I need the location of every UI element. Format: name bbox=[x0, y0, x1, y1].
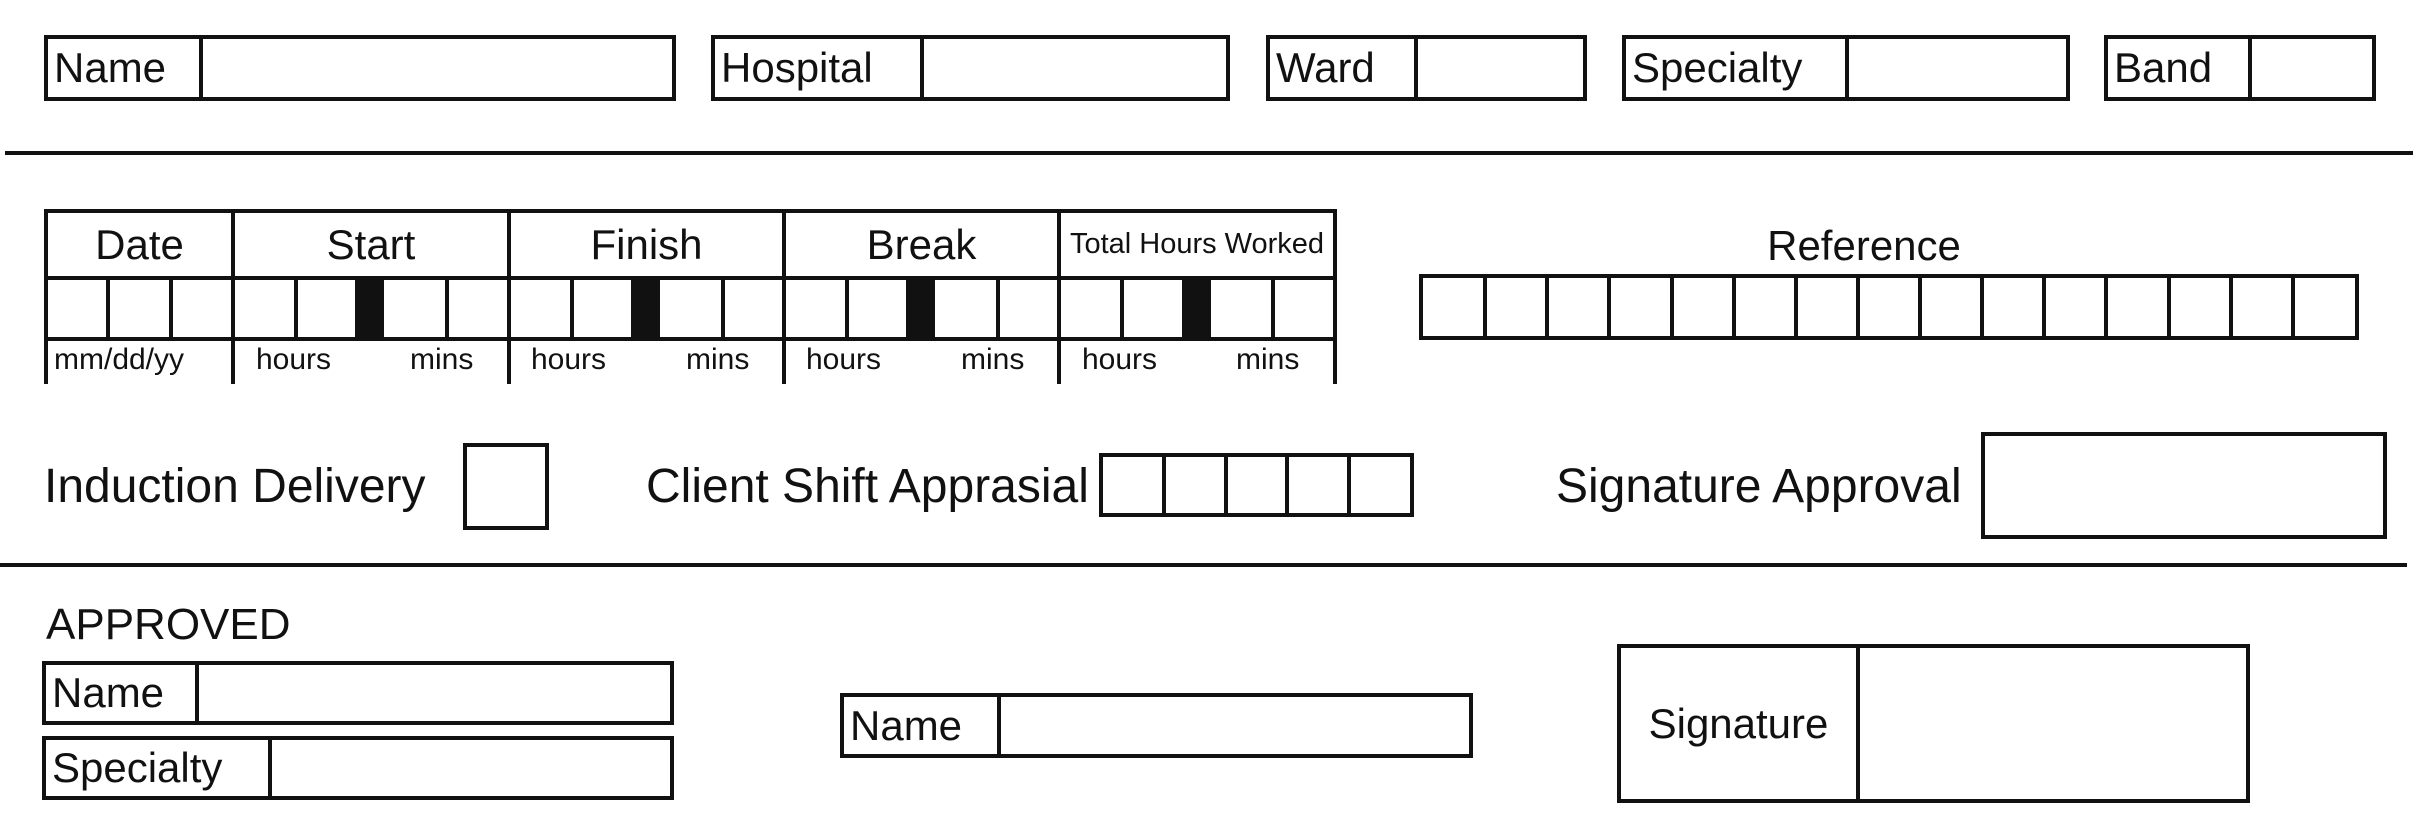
approved-name-label: Name bbox=[46, 665, 199, 721]
reference-box-divider bbox=[1856, 278, 1860, 336]
signature-field[interactable]: Signature bbox=[1617, 644, 2250, 803]
reference-box-divider bbox=[2167, 278, 2171, 336]
signature-input[interactable] bbox=[1860, 648, 2246, 799]
approved-specialty-field[interactable]: Specialty bbox=[42, 736, 674, 800]
approved-heading: APPROVED bbox=[46, 600, 291, 649]
group-divider bbox=[782, 209, 786, 384]
total-mins-label: mins bbox=[1236, 343, 1300, 376]
second-name-field[interactable]: Name bbox=[840, 693, 1473, 758]
start-time-input[interactable] bbox=[235, 280, 507, 337]
client-shift-appraisal-label: Client Shift Apprasial bbox=[646, 460, 1089, 513]
reference-box-divider bbox=[2042, 278, 2046, 336]
reference-box-divider bbox=[1670, 278, 1674, 336]
appraisal-box-divider bbox=[1162, 457, 1166, 513]
time-table: Date Start Finish Break Total Hours Work… bbox=[44, 209, 1337, 384]
reference-box-divider bbox=[1980, 278, 1984, 336]
client-shift-appraisal-input[interactable] bbox=[1099, 453, 1414, 517]
hospital-label: Hospital bbox=[715, 39, 924, 97]
signature-approval-input[interactable] bbox=[1981, 432, 2387, 539]
band-label: Band bbox=[2108, 39, 2252, 97]
specialty-label: Specialty bbox=[1626, 39, 1849, 97]
specialty-input[interactable] bbox=[1849, 39, 2066, 97]
group-divider bbox=[1057, 209, 1061, 384]
reference-box-divider bbox=[2104, 278, 2108, 336]
approved-specialty-label: Specialty bbox=[46, 740, 272, 796]
appraisal-box-divider bbox=[1347, 457, 1351, 513]
start-mins-label: mins bbox=[410, 343, 474, 376]
group-divider bbox=[507, 209, 511, 384]
group-divider bbox=[1333, 209, 1337, 384]
approved-name-field[interactable]: Name bbox=[42, 661, 674, 725]
reference-box-divider bbox=[2291, 278, 2295, 336]
total-hours-label: hours bbox=[1082, 343, 1158, 376]
reference-box-divider bbox=[1545, 278, 1549, 336]
break-hours-label: hours bbox=[806, 343, 882, 376]
name-label: Name bbox=[48, 39, 203, 97]
ward-field[interactable]: Ward bbox=[1266, 35, 1587, 101]
start-header: Start bbox=[326, 220, 416, 268]
name-input[interactable] bbox=[203, 39, 672, 97]
appraisal-box-divider bbox=[1224, 457, 1228, 513]
finish-mins-label: mins bbox=[686, 343, 750, 376]
digit-divider bbox=[294, 276, 298, 341]
reference-box-divider bbox=[1483, 278, 1487, 336]
appraisal-box-divider bbox=[1285, 457, 1289, 513]
reference-input[interactable] bbox=[1419, 274, 2359, 340]
second-name-input[interactable] bbox=[1001, 697, 1469, 754]
time-colon-block bbox=[906, 276, 935, 341]
approved-specialty-input[interactable] bbox=[272, 740, 670, 796]
reference-box-divider bbox=[2229, 278, 2233, 336]
induction-delivery-label: Induction Delivery bbox=[44, 460, 426, 513]
band-field[interactable]: Band bbox=[2104, 35, 2376, 101]
digit-divider bbox=[996, 276, 1000, 341]
group-divider bbox=[44, 209, 48, 384]
digit-divider bbox=[845, 276, 849, 341]
date-header: Date bbox=[95, 220, 184, 268]
digit-divider bbox=[445, 276, 449, 341]
break-header: Break bbox=[866, 220, 977, 268]
second-name-label: Name bbox=[844, 697, 1001, 754]
digit-divider bbox=[721, 276, 725, 341]
signature-approval-label: Signature Approval bbox=[1556, 460, 1962, 513]
total-hours-input[interactable] bbox=[1061, 280, 1333, 337]
digit-divider bbox=[1271, 276, 1275, 341]
band-input[interactable] bbox=[2252, 39, 2372, 97]
ward-input[interactable] bbox=[1418, 39, 1583, 97]
date-input[interactable] bbox=[48, 280, 231, 337]
finish-time-input[interactable] bbox=[511, 280, 782, 337]
break-time-input[interactable] bbox=[786, 280, 1057, 337]
time-colon-block bbox=[631, 276, 660, 341]
time-colon-block bbox=[1182, 276, 1211, 341]
digit-divider bbox=[570, 276, 574, 341]
reference-box-divider bbox=[1794, 278, 1798, 336]
start-hours-label: hours bbox=[256, 343, 332, 376]
divider-top bbox=[5, 151, 2413, 155]
reference-box-divider bbox=[1918, 278, 1922, 336]
finish-hours-label: hours bbox=[531, 343, 607, 376]
digit-divider bbox=[106, 276, 110, 341]
approved-name-input[interactable] bbox=[199, 665, 670, 721]
specialty-field[interactable]: Specialty bbox=[1622, 35, 2070, 101]
time-colon-block bbox=[355, 276, 384, 341]
reference-box-divider bbox=[1732, 278, 1736, 336]
reference-label: Reference bbox=[1767, 222, 1961, 269]
reference-box-divider bbox=[1607, 278, 1611, 336]
date-format-label: mm/dd/yy bbox=[54, 343, 185, 376]
name-field[interactable]: Name bbox=[44, 35, 676, 101]
hospital-input[interactable] bbox=[924, 39, 1226, 97]
group-divider bbox=[231, 209, 235, 384]
ward-label: Ward bbox=[1270, 39, 1418, 97]
break-mins-label: mins bbox=[961, 343, 1025, 376]
header-row-divider bbox=[44, 276, 1337, 280]
induction-delivery-checkbox[interactable] bbox=[463, 443, 549, 530]
divider-bottom bbox=[0, 563, 2407, 567]
hospital-field[interactable]: Hospital bbox=[711, 35, 1230, 101]
signature-label: Signature bbox=[1621, 648, 1860, 799]
finish-header: Finish bbox=[590, 220, 703, 268]
digit-divider bbox=[169, 276, 173, 341]
total-hours-header: Total Hours Worked bbox=[1069, 228, 1325, 260]
digit-divider bbox=[1120, 276, 1124, 341]
